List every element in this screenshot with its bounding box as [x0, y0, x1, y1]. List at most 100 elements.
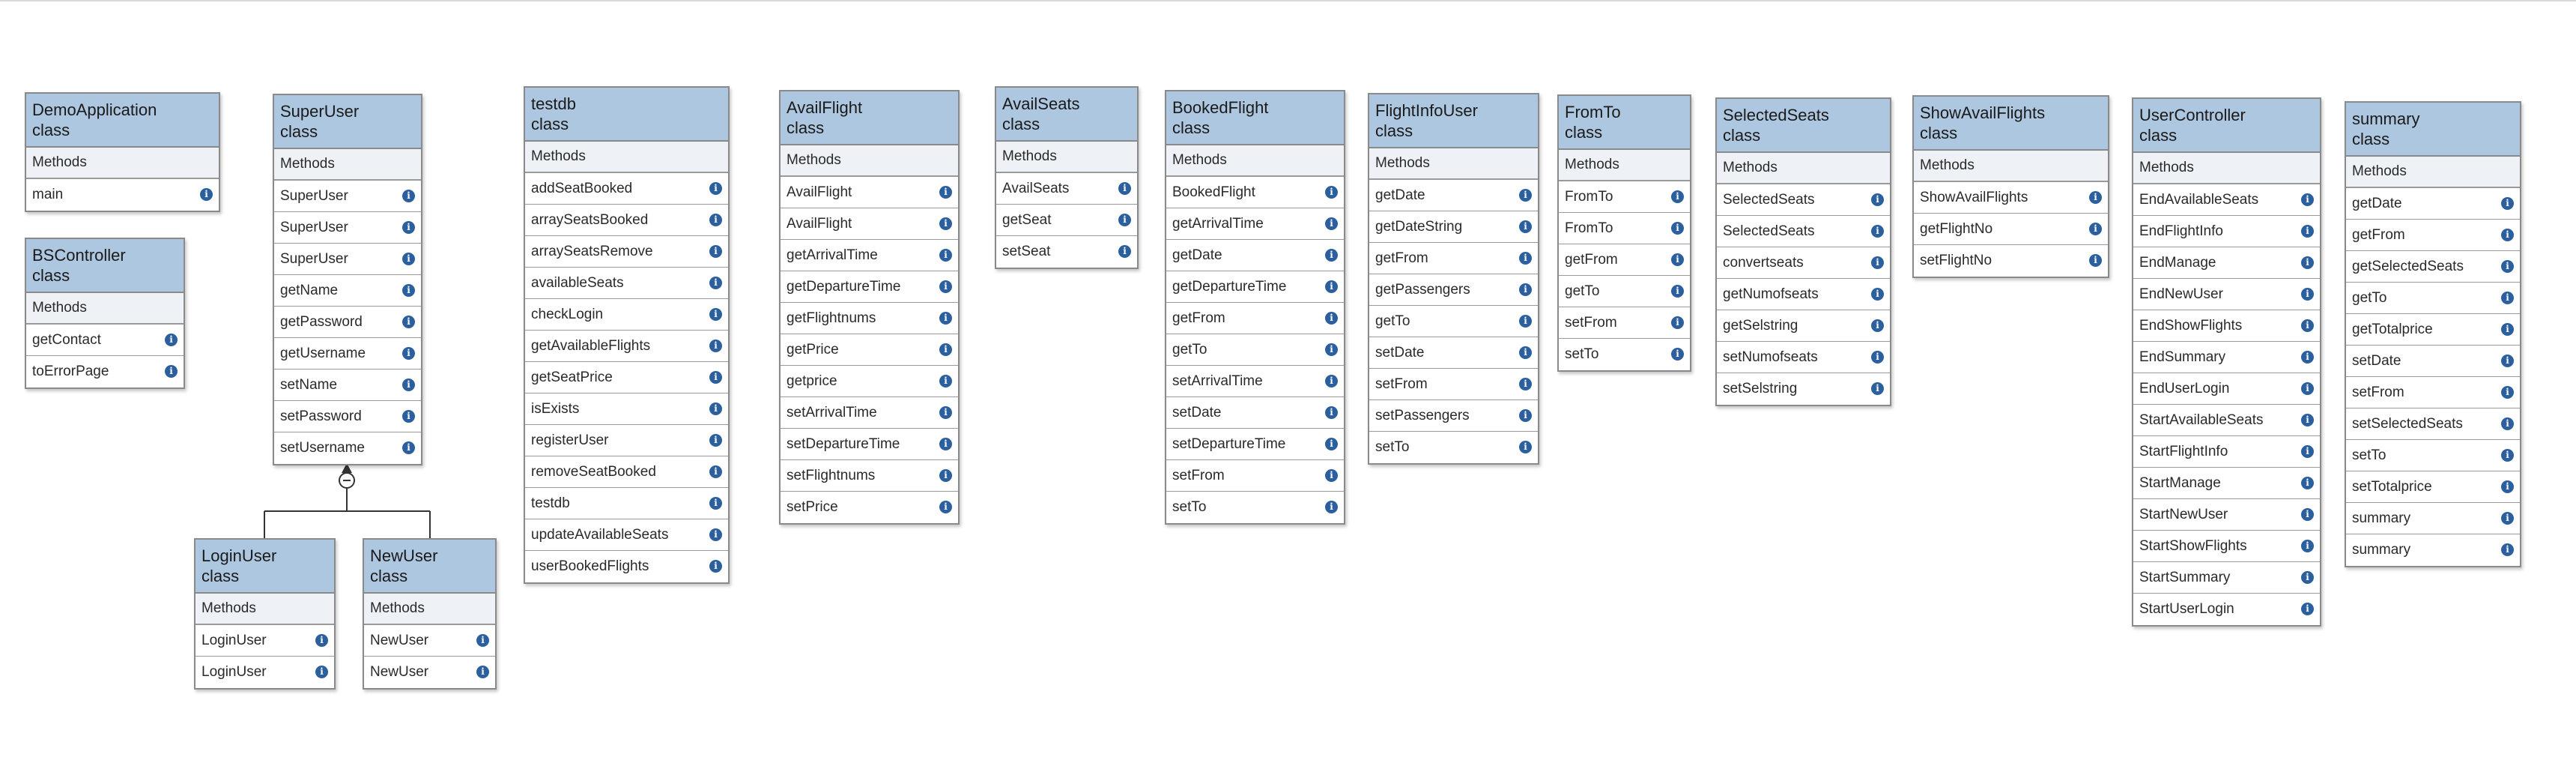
info-icon[interactable]: i: [1118, 182, 1131, 195]
info-icon[interactable]: i: [1325, 375, 1338, 387]
info-icon[interactable]: i: [165, 334, 178, 346]
info-icon[interactable]: i: [1519, 252, 1532, 265]
info-icon[interactable]: i: [939, 406, 952, 419]
info-icon[interactable]: i: [165, 365, 178, 378]
info-icon[interactable]: i: [709, 277, 722, 289]
info-icon[interactable]: i: [1519, 283, 1532, 296]
info-icon[interactable]: i: [2301, 382, 2314, 395]
info-icon[interactable]: i: [939, 217, 952, 230]
info-icon[interactable]: i: [2501, 480, 2514, 493]
info-icon[interactable]: i: [1871, 319, 1884, 332]
info-icon[interactable]: i: [1118, 245, 1131, 258]
info-icon[interactable]: i: [1871, 288, 1884, 301]
info-icon[interactable]: i: [939, 186, 952, 199]
info-icon[interactable]: i: [709, 402, 722, 415]
info-icon[interactable]: i: [2501, 197, 2514, 210]
info-icon[interactable]: i: [402, 441, 415, 454]
info-icon[interactable]: i: [200, 188, 213, 201]
info-icon[interactable]: i: [1325, 217, 1338, 230]
info-icon[interactable]: i: [476, 634, 489, 647]
info-icon[interactable]: i: [2501, 512, 2514, 525]
info-icon[interactable]: i: [1671, 222, 1684, 235]
info-icon[interactable]: i: [2501, 292, 2514, 304]
info-icon[interactable]: i: [2301, 256, 2314, 269]
info-icon[interactable]: i: [1325, 186, 1338, 199]
info-icon[interactable]: i: [939, 375, 952, 387]
info-icon[interactable]: i: [1519, 409, 1532, 422]
info-icon[interactable]: i: [2301, 351, 2314, 364]
info-icon[interactable]: i: [939, 312, 952, 325]
info-icon[interactable]: i: [939, 501, 952, 513]
info-icon[interactable]: i: [2301, 508, 2314, 521]
info-icon[interactable]: i: [2089, 254, 2102, 267]
info-icon[interactable]: i: [1519, 378, 1532, 390]
info-icon[interactable]: i: [1671, 285, 1684, 298]
info-icon[interactable]: i: [402, 284, 415, 297]
info-icon[interactable]: i: [709, 497, 722, 510]
info-icon[interactable]: i: [1671, 316, 1684, 329]
info-icon[interactable]: i: [709, 340, 722, 352]
info-icon[interactable]: i: [402, 316, 415, 328]
info-icon[interactable]: i: [939, 438, 952, 450]
info-icon[interactable]: i: [402, 347, 415, 360]
info-icon[interactable]: i: [2301, 319, 2314, 332]
info-icon[interactable]: i: [2301, 571, 2314, 584]
info-icon[interactable]: i: [2301, 225, 2314, 238]
info-icon[interactable]: i: [2501, 323, 2514, 336]
info-icon[interactable]: i: [1671, 190, 1684, 203]
info-icon[interactable]: i: [1325, 406, 1338, 419]
info-icon[interactable]: i: [1871, 193, 1884, 206]
info-icon[interactable]: i: [709, 371, 722, 384]
info-icon[interactable]: i: [402, 221, 415, 234]
info-icon[interactable]: i: [939, 249, 952, 262]
